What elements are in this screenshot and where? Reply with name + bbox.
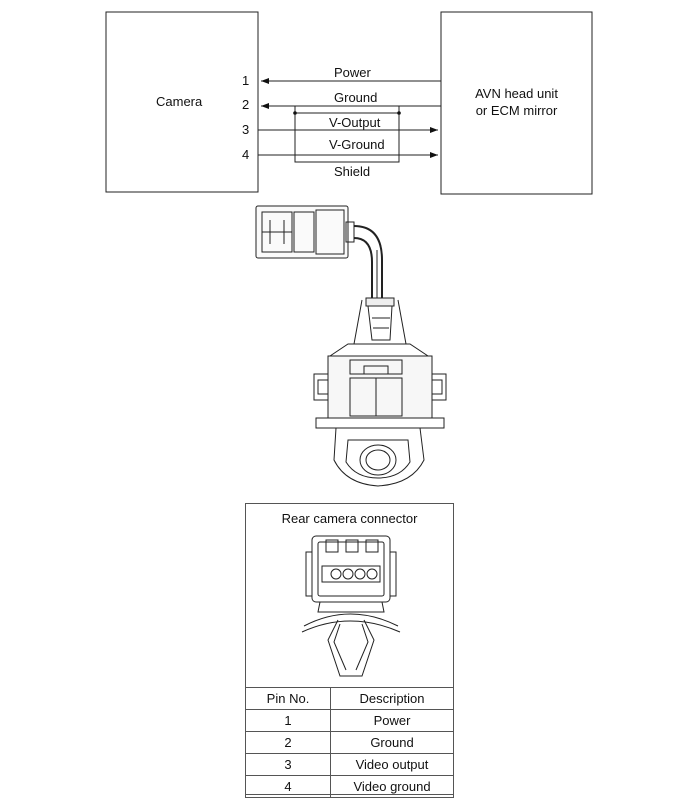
pin-hole: [354, 568, 366, 580]
connector-face-illustration: [301, 535, 401, 677]
pin-number-label: 3: [242, 122, 250, 137]
camera-label: Camera: [156, 94, 203, 109]
camera-block: [105, 11, 259, 193]
pin-hole: [330, 568, 342, 580]
pin-hole: [342, 568, 354, 580]
table-header-row: Pin No. Description: [245, 687, 454, 710]
shield-outline: [294, 105, 400, 163]
table-row: 4 Video ground: [245, 775, 454, 798]
pin-cell: 2: [245, 731, 331, 754]
pin-number-label: 2: [242, 97, 250, 112]
column-header-pin: Pin No.: [245, 687, 331, 710]
shield-dot: [293, 111, 297, 115]
camera-assembly-illustration: [255, 205, 447, 487]
head-unit-label-line1: AVN head unit: [475, 86, 558, 101]
signal-label-ground: Ground: [334, 90, 378, 105]
description-cell: Video output: [330, 753, 454, 776]
pin-hole: [366, 568, 378, 580]
shield-label: Shield: [334, 164, 371, 179]
connector-title: Rear camera connector: [281, 511, 418, 526]
shield-dot: [397, 111, 401, 115]
pin-cell: 1: [245, 709, 331, 732]
signal-label-v-ground: V-Ground: [329, 137, 385, 152]
table-row: 3 Video output: [245, 753, 454, 776]
pin-cell: 3: [245, 753, 331, 776]
pin-number-label: 4: [242, 147, 250, 162]
head-unit-block: [440, 11, 593, 195]
description-cell: Ground: [330, 731, 454, 754]
signal-label-v-output: V-Output: [329, 115, 381, 130]
description-cell: Power: [330, 709, 454, 732]
table-row: 1 Power: [245, 709, 454, 732]
table-row: 2 Ground: [245, 731, 454, 754]
head-unit-label-line2: or ECM mirror: [475, 103, 558, 118]
column-header-description: Description: [330, 687, 454, 710]
description-cell: Video ground: [330, 775, 454, 798]
pin-table: Pin No. Description 1 Power 2 Ground 3 V…: [245, 687, 454, 798]
pin-cell: 4: [245, 775, 331, 798]
signal-label-power: Power: [334, 65, 371, 80]
pin-number-label: 1: [242, 73, 250, 88]
